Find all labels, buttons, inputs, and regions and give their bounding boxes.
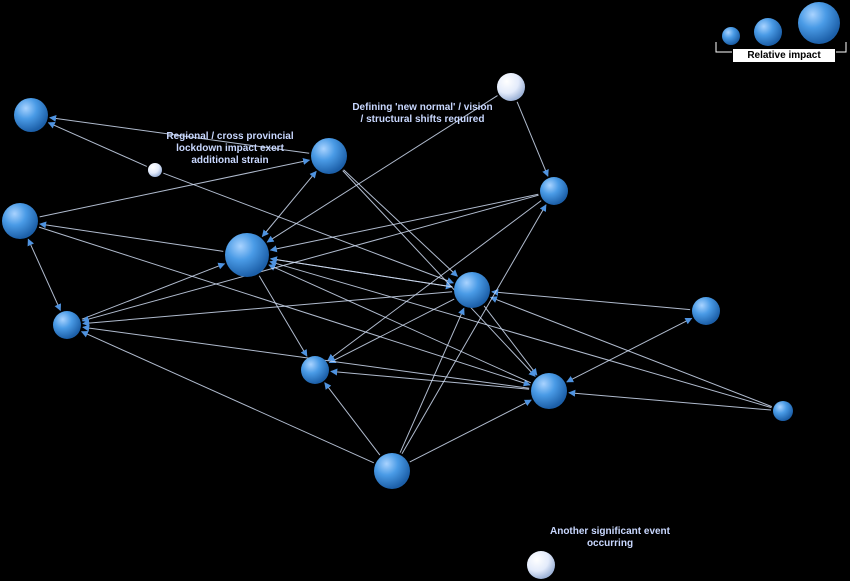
legend-bracket-left	[715, 42, 732, 53]
edge-m-h	[269, 260, 772, 409]
edge-b-c	[27, 238, 61, 312]
edge-b-e	[39, 157, 311, 218]
edge-n-i	[399, 307, 465, 453]
legend-node-medium	[754, 18, 782, 46]
edge-n-c	[80, 330, 375, 464]
label-regional-lockdown: Regional / cross provincial lockdown imp…	[166, 131, 294, 166]
node-f	[497, 73, 525, 101]
node-c	[53, 311, 81, 339]
edge-i-l	[483, 305, 538, 376]
edge-j-l	[566, 317, 693, 383]
edge-g-c	[81, 194, 539, 323]
edge-l-m	[568, 389, 772, 411]
edge-n-g	[401, 204, 547, 454]
legend-group	[715, 2, 847, 53]
edge-h-e	[261, 170, 317, 238]
edge-g-h	[269, 193, 539, 253]
node-m	[773, 401, 793, 421]
node-k	[301, 356, 329, 384]
legend-bracket-right	[834, 42, 847, 53]
edge-h-b	[39, 221, 224, 252]
edge-e-i	[343, 169, 458, 277]
edge-e-l	[342, 170, 536, 377]
edge-j-i	[491, 288, 691, 311]
node-a	[14, 98, 48, 132]
node-i	[454, 272, 490, 308]
edge-n-k	[324, 382, 381, 456]
edge-l-k	[330, 368, 530, 390]
edge-f-g	[516, 101, 549, 177]
edge-l-c	[82, 324, 530, 389]
label-another-event: Another significant event occurring	[549, 526, 670, 549]
node-h	[225, 233, 269, 277]
edge-d-a	[47, 122, 148, 167]
node-l	[531, 373, 567, 409]
edge-n-l	[409, 399, 532, 463]
label-new-normal: Defining 'new normal' / vision / structu…	[352, 102, 493, 125]
edge-l-h	[268, 264, 532, 384]
edge-h-k	[258, 275, 308, 357]
legend-title: Relative impact	[732, 48, 836, 63]
edges-group	[27, 95, 772, 464]
node-j	[692, 297, 720, 325]
node-e	[311, 138, 347, 174]
node-o	[527, 551, 555, 579]
edge-m-i	[489, 296, 772, 408]
edge-i-c	[82, 291, 453, 327]
nodes-group	[2, 73, 793, 579]
edge-g-k	[327, 200, 542, 361]
edge-f-h	[266, 95, 498, 243]
edge-e-a	[49, 114, 310, 154]
edge-i-k	[328, 298, 455, 364]
node-n	[374, 453, 410, 489]
legend-node-small	[722, 27, 740, 45]
node-b	[2, 203, 38, 239]
edge-d-i	[163, 172, 454, 284]
node-g	[540, 177, 568, 205]
edge-i-h	[270, 256, 453, 288]
edge-h-c	[81, 262, 226, 320]
legend-node-large	[798, 2, 840, 44]
node-d	[148, 163, 162, 177]
